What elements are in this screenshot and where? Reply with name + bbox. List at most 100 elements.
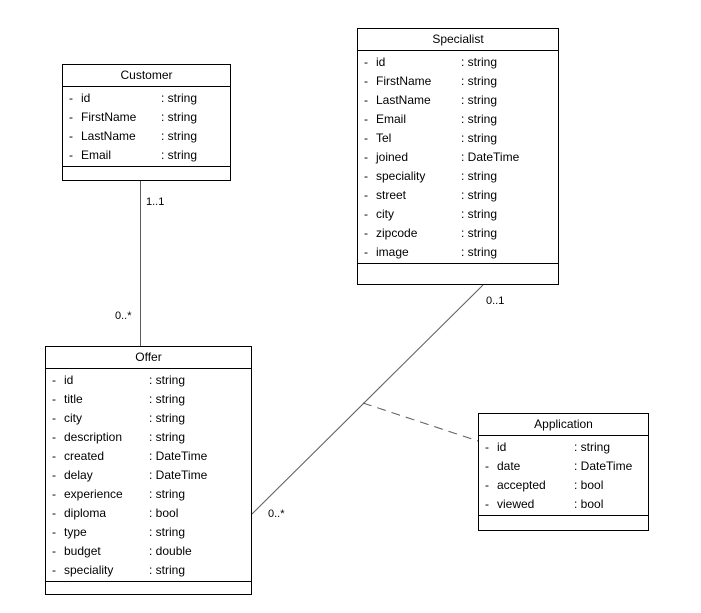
attribute-name: id — [64, 373, 74, 387]
attribute-type: : string — [461, 188, 498, 202]
attribute-row: -Tel: string — [358, 129, 558, 148]
attribute-name: LastName — [81, 129, 136, 143]
attribute-type: : string — [149, 487, 186, 501]
attribute-visibility: - — [485, 459, 489, 473]
attribute-type: : string — [149, 373, 186, 387]
attribute-name: title — [64, 392, 83, 406]
attribute-type: : string — [149, 411, 186, 425]
attribute-type: : string — [149, 563, 186, 577]
attribute-visibility: - — [52, 487, 56, 501]
attribute-visibility: - — [69, 110, 73, 124]
attribute-name: speciality — [64, 563, 114, 577]
class-box-application[interactable]: Application -id: string-date: DateTime-a… — [478, 413, 649, 531]
attribute-type: : string — [461, 93, 498, 107]
class-box-customer[interactable]: Customer -id: string-FirstName: string-L… — [62, 64, 231, 181]
attribute-row: -diploma: bool — [46, 504, 251, 523]
attribute-type: : string — [461, 226, 498, 240]
attribute-type: : bool — [149, 506, 179, 520]
attribute-visibility: - — [364, 55, 368, 69]
attribute-name: id — [81, 91, 91, 105]
attribute-row: -budget: double — [46, 542, 251, 561]
attribute-type: : string — [461, 74, 498, 88]
attribute-visibility: - — [52, 373, 56, 387]
association-specialist-offer[interactable] — [251, 284, 484, 515]
attribute-row: -created: DateTime — [46, 447, 251, 466]
attribute-visibility: - — [364, 169, 368, 183]
attribute-name: id — [376, 55, 386, 69]
attribute-visibility: - — [485, 497, 489, 511]
attribute-name: id — [497, 440, 507, 454]
multiplicity-label-specialist-offer-target: 0..* — [268, 508, 285, 520]
attribute-name: date — [497, 459, 521, 473]
attribute-name: speciality — [376, 169, 426, 183]
attribute-visibility: - — [364, 150, 368, 164]
attribute-visibility: - — [52, 392, 56, 406]
class-attributes: -id: string-title: string-city: string-d… — [46, 369, 251, 581]
attribute-row: -speciality : string — [358, 167, 558, 186]
attribute-type: : string — [461, 55, 498, 69]
attribute-visibility: - — [52, 411, 56, 425]
attribute-visibility: - — [364, 93, 368, 107]
attribute-name: Tel — [376, 131, 392, 145]
multiplicity-label-customer-offer-target: 0..* — [115, 310, 132, 322]
class-box-specialist[interactable]: Specialist -id: string-FirstName: string… — [357, 28, 559, 285]
attribute-type: : DateTime — [149, 449, 208, 463]
attribute-type: : DateTime — [461, 150, 520, 164]
attribute-type: : string — [149, 430, 186, 444]
attribute-visibility: - — [52, 430, 56, 444]
attribute-type: : string — [461, 245, 498, 259]
attribute-name: description — [64, 430, 123, 444]
attribute-row: -speciality : string — [46, 561, 251, 580]
attribute-visibility: - — [69, 91, 73, 105]
attribute-row: -viewed: bool — [479, 495, 648, 514]
attribute-type: : string — [161, 129, 198, 143]
attribute-row: -Email: string — [358, 110, 558, 129]
attribute-type: : string — [461, 131, 498, 145]
class-methods-empty — [63, 166, 230, 180]
attribute-name: street — [376, 188, 407, 202]
attribute-type: : string — [461, 169, 498, 183]
attribute-visibility: - — [52, 544, 56, 558]
attribute-row: -delay: DateTime — [46, 466, 251, 485]
class-title: Specialist — [358, 29, 558, 51]
attribute-row: -street : string — [358, 186, 558, 205]
attribute-visibility: - — [52, 563, 56, 577]
attribute-row: -FirstName : string — [63, 108, 230, 127]
attribute-visibility: - — [69, 129, 73, 143]
attribute-name: Email — [376, 112, 407, 126]
attribute-visibility: - — [364, 207, 368, 221]
class-methods-empty — [358, 263, 558, 284]
attribute-row: -id: string — [63, 89, 230, 108]
attribute-row: -experience : string — [46, 485, 251, 504]
attribute-name: created — [64, 449, 105, 463]
attribute-visibility: - — [52, 468, 56, 482]
attribute-visibility: - — [364, 245, 368, 259]
attribute-name: city — [64, 411, 82, 425]
class-box-offer[interactable]: Offer -id: string-title: string-city: st… — [45, 346, 252, 595]
attribute-visibility: - — [485, 440, 489, 454]
association-class-link-application[interactable] — [362, 402, 479, 442]
attribute-row: -id: string — [479, 438, 648, 457]
attribute-visibility: - — [69, 148, 73, 162]
class-title: Application — [479, 414, 648, 436]
class-methods-empty — [479, 515, 648, 530]
attribute-row: -city : string — [46, 409, 251, 428]
attribute-type: : string — [461, 207, 498, 221]
attribute-name: experience — [64, 487, 123, 501]
attribute-row: -date: DateTime — [479, 457, 648, 476]
attribute-visibility: - — [364, 188, 368, 202]
attribute-type: : string — [149, 525, 186, 539]
attribute-name: FirstName — [81, 110, 137, 124]
attribute-row: -accepted: bool — [479, 476, 648, 495]
attribute-name: delay — [64, 468, 93, 482]
attribute-type: : double — [149, 544, 192, 558]
class-title: Offer — [46, 347, 251, 369]
attribute-type: : string — [161, 110, 198, 124]
attribute-row: -LastName: string — [358, 91, 558, 110]
attribute-row: -title: string — [46, 390, 251, 409]
attribute-visibility: - — [364, 226, 368, 240]
attribute-row: -type: string — [46, 523, 251, 542]
attribute-name: zipcode — [376, 226, 418, 240]
attribute-row: -description : string — [46, 428, 251, 447]
